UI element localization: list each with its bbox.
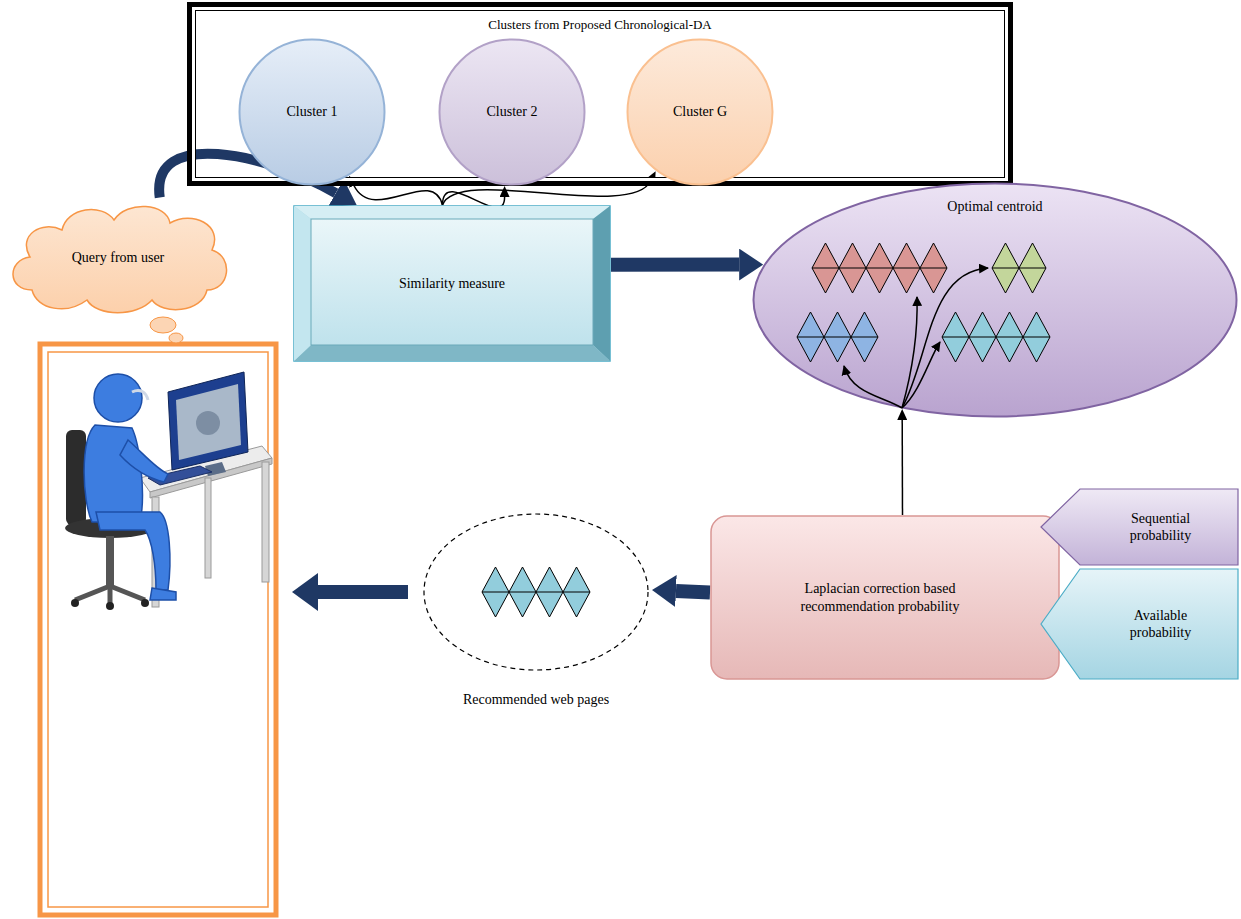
node-label: Optimal centroid [947,198,1042,216]
connector-arrow [901,420,903,515]
probability-tag-outline [1040,568,1239,680]
centroid-pointer [902,342,940,408]
node-label: Recommended web pages [463,691,609,709]
recommended-pages: Recommended web pages [420,510,652,710]
node-label: Similarity measure [399,275,505,293]
query-cloud: Query from user [2,195,234,320]
page-strip [812,243,947,293]
centroid-pointer [902,268,988,408]
probability-tag: Available probability [1040,568,1239,680]
centroid-pointer [844,366,902,408]
recommendation-box-outline [710,515,1060,680]
thought-bubble [169,333,183,343]
node-label: Sequential probability [1111,510,1211,545]
person [84,374,176,600]
flow-arrow [676,591,710,592]
cluster-group-box: Clusters from Proposed Chronological-DA C… [187,2,1013,186]
centroid-ellipse: Optimal centroid [752,182,1238,418]
page-strip [942,312,1050,362]
centroid-ellipse-outline [752,182,1238,418]
node-label: Available probability [1111,607,1211,642]
cluster-circle: Cluster 1 [238,38,386,186]
connector-arrow [354,185,443,205]
page-strip [482,567,590,617]
result-arrow [292,573,408,611]
thought-bubble [150,317,176,333]
recommended-pages-outline [420,510,652,710]
probability-tag: Sequential probability [1040,488,1239,566]
user-frame [40,344,276,915]
node-label: Cluster G [673,103,727,121]
page-strip [992,243,1046,293]
node-label: Query from user [72,249,165,267]
monitor [168,372,248,476]
headset [132,390,148,400]
node-label: Cluster 1 [287,103,338,121]
recommendation-box: Laplacian correction based recommendatio… [710,515,1060,680]
node-label: Cluster 2 [487,103,538,121]
user-frame-inner [48,352,268,907]
cluster-circle: Cluster G [626,38,774,186]
node-label: Clusters from Proposed Chronological-DA [488,17,712,33]
node-label: Laplacian correction based recommendatio… [770,580,990,615]
cluster-circle: Cluster 2 [438,38,586,186]
flow-arrow [611,258,739,272]
page-strip [797,312,878,362]
connector-arrow [442,192,504,208]
similarity-box: Similarity measure [293,205,611,362]
probability-tag-outline [1040,488,1239,566]
